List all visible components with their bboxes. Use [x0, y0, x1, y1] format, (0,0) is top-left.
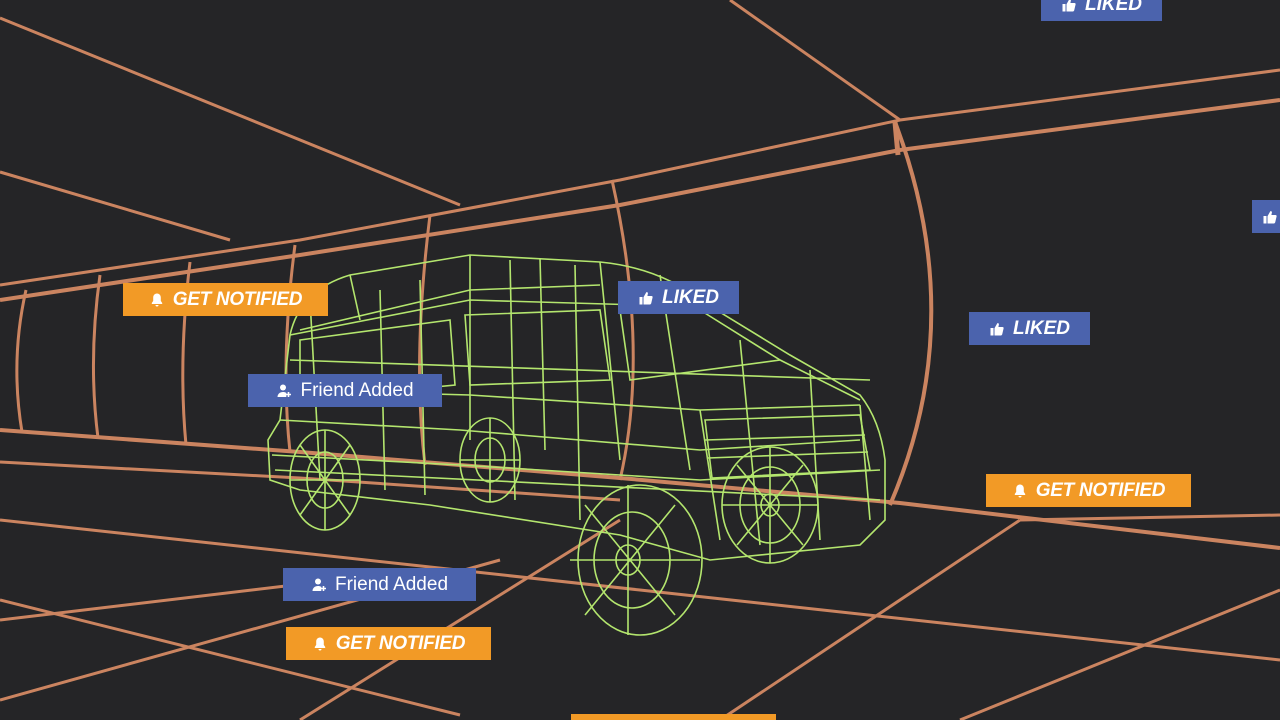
liked-button-partial[interactable] — [1252, 200, 1280, 233]
liked-button-2[interactable]: LIKED — [969, 312, 1090, 345]
thumbs-up-icon — [989, 321, 1005, 337]
bell-icon — [312, 636, 328, 652]
van-wireframe — [267, 254, 886, 636]
friend-added-label: Friend Added — [300, 379, 414, 401]
liked-button-3[interactable]: LIKED — [1041, 0, 1162, 21]
friend-added-button-1[interactable]: Friend Added — [248, 374, 442, 407]
liked-label: LIKED — [1013, 317, 1070, 339]
get-notified-label: GET NOTIFIED — [172, 288, 303, 310]
bell-icon — [149, 292, 165, 308]
get-notified-label: GET NOTIFIED — [1035, 479, 1166, 501]
thumbs-up-icon — [1262, 209, 1278, 225]
liked-label: LIKED — [662, 286, 719, 308]
get-notified-button-1[interactable]: GET NOTIFIED — [123, 283, 328, 316]
bell-icon — [1012, 483, 1028, 499]
friend-added-button-2[interactable]: Friend Added — [283, 568, 476, 601]
user-add-icon — [276, 383, 292, 399]
get-notified-button-2[interactable]: GET NOTIFIED — [986, 474, 1191, 507]
thumbs-up-icon — [1061, 0, 1077, 13]
user-add-icon — [311, 577, 327, 593]
liked-button-1[interactable]: LIKED — [618, 281, 739, 314]
friend-added-label: Friend Added — [334, 573, 449, 595]
get-notified-button-partial[interactable] — [571, 714, 776, 720]
get-notified-label: GET NOTIFIED — [335, 632, 466, 654]
get-notified-button-3[interactable]: GET NOTIFIED — [286, 627, 491, 660]
liked-label: LIKED — [1085, 0, 1142, 15]
thumbs-up-icon — [638, 290, 654, 306]
